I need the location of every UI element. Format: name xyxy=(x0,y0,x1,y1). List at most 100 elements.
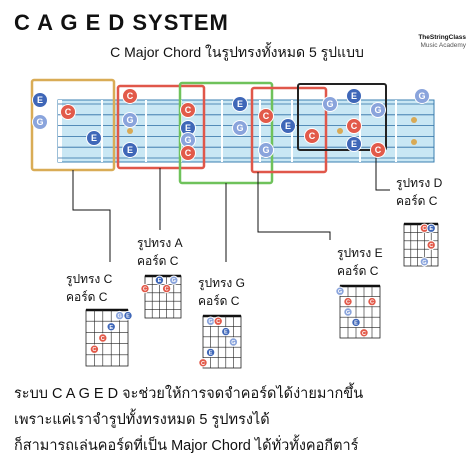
note-label: G xyxy=(208,319,212,325)
note-label: E xyxy=(209,350,213,356)
note-circle xyxy=(89,344,100,354)
note-circle xyxy=(86,130,102,146)
note-label: C xyxy=(263,111,270,121)
note-circle xyxy=(180,102,196,118)
note-label: C xyxy=(375,145,382,155)
note-g-dot: G xyxy=(419,257,430,267)
note-label: G xyxy=(231,340,235,346)
note-label: E xyxy=(351,139,357,149)
note-circle xyxy=(32,92,48,108)
note-circle xyxy=(106,322,116,332)
footer-line-1: ระบบ C A G E D จะช่วยให้การจดจำคอร์ดได้ง… xyxy=(14,386,364,402)
note-label: G xyxy=(36,117,43,127)
note-label: C xyxy=(101,336,105,342)
note-e-dot: E xyxy=(123,310,133,321)
note-g-dot: G xyxy=(32,114,48,130)
note-c-dot: C xyxy=(426,240,436,250)
note-g-dot: G xyxy=(322,96,338,112)
note-circle xyxy=(346,136,362,152)
note-circle xyxy=(98,333,108,343)
note-label: C xyxy=(201,361,205,367)
note-label: G xyxy=(338,289,342,295)
footer-line-2: เพราะแค่เราจำรูปทั้งทรงหมด 5 รูปทรงได้ xyxy=(14,412,270,428)
note-circle xyxy=(169,275,179,285)
shape-box-a xyxy=(116,84,206,170)
note-label: C xyxy=(165,287,169,293)
note-label: G xyxy=(326,99,333,109)
note-label: C xyxy=(422,226,426,232)
note-e-dot: E xyxy=(280,118,296,134)
note-label: E xyxy=(91,133,97,143)
label-shape-d-name: รูปทรง D xyxy=(396,176,443,190)
label-shape-e-name: รูปทรง E xyxy=(337,246,383,260)
note-label: E xyxy=(429,226,433,232)
note-c-dot: C xyxy=(304,128,320,144)
label-shape-g-name: รูปทรง G xyxy=(198,276,245,290)
note-circle xyxy=(426,223,436,233)
note-e-dot: E xyxy=(351,317,361,328)
note-circle xyxy=(198,358,208,368)
note-e-dot: E xyxy=(86,130,102,146)
note-e-dot: E xyxy=(205,347,216,358)
note-c-dot: C xyxy=(343,296,353,307)
note-c-dot: C xyxy=(213,316,223,326)
note-label: C xyxy=(216,319,220,325)
fret-inlay xyxy=(411,117,417,123)
note-circle xyxy=(32,114,48,130)
brand-tagline: Music Academy xyxy=(420,42,466,50)
note-label: C xyxy=(351,121,358,131)
note-label: C xyxy=(92,347,96,353)
shape-box-d xyxy=(297,83,387,151)
note-label: E xyxy=(224,330,228,336)
footer-line-3: ก็สามารถเล่นคอร์ดที่เป็น Major Chord ได้… xyxy=(14,438,359,454)
note-g-dot: G xyxy=(335,286,345,296)
note-label: C xyxy=(127,91,134,101)
note-e-dot: E xyxy=(346,136,362,152)
note-c-dot: C xyxy=(180,102,196,118)
note-circle xyxy=(346,118,362,134)
label-shape-g: รูปทรง G คอร์ด C xyxy=(198,276,245,309)
fret-inlay xyxy=(127,128,133,134)
label-shape-e: รูปทรง E คอร์ด C xyxy=(337,246,383,279)
note-label: G xyxy=(418,91,425,101)
note-circle xyxy=(370,102,386,118)
note-circle xyxy=(359,328,369,338)
note-c-dot: C xyxy=(140,283,150,294)
note-c-dot: C xyxy=(258,108,274,124)
note-label: E xyxy=(351,91,357,101)
note-label: G xyxy=(422,260,426,266)
fret-inlay xyxy=(411,139,417,145)
note-circle xyxy=(232,120,248,136)
label-shape-d-chord: คอร์ด C xyxy=(396,194,438,209)
note-c-dot: C xyxy=(60,104,76,120)
note-circle xyxy=(258,108,274,124)
note-label: G xyxy=(374,105,381,115)
note-circle xyxy=(232,96,248,112)
note-circle xyxy=(280,118,296,134)
note-c-dot: C xyxy=(98,333,108,343)
note-label: G xyxy=(184,135,191,145)
note-label: E xyxy=(109,325,113,331)
note-label: C xyxy=(185,105,192,115)
brand-logo: TheStringClass Music Academy xyxy=(404,34,466,51)
note-label: C xyxy=(185,148,192,158)
note-circle xyxy=(221,326,231,337)
note-circle xyxy=(161,283,172,294)
nut xyxy=(58,100,62,162)
note-g-dot: G xyxy=(370,102,386,118)
note-e-dot: E xyxy=(426,223,436,233)
note-label: C xyxy=(309,131,316,141)
note-circle xyxy=(426,240,436,250)
note-g-dot: G xyxy=(414,88,430,104)
leader-line-e xyxy=(257,172,331,240)
note-circle xyxy=(322,96,338,112)
note-label: E xyxy=(354,320,358,326)
note-e-dot: E xyxy=(122,142,138,158)
label-shape-c-name: รูปทรง C xyxy=(66,272,113,286)
note-label: E xyxy=(37,95,43,105)
label-shape-d: รูปทรง D คอร์ด C xyxy=(396,176,442,209)
